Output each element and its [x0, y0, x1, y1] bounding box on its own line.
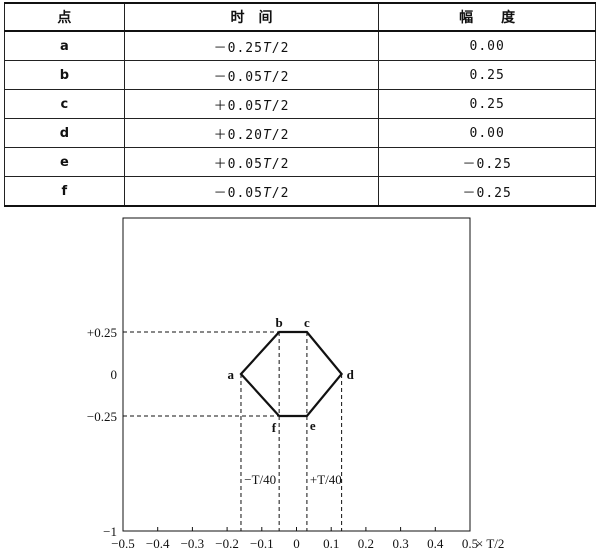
x-tick-label: −0.4	[146, 536, 170, 551]
time-var: T	[262, 98, 272, 114]
time-var: T	[262, 127, 272, 143]
time-div: /2	[271, 69, 290, 85]
x-tick-label: −0.2	[215, 536, 239, 551]
table-header-row: 点 时 间 幅 度	[4, 2, 596, 32]
time-coef: －0.25	[213, 40, 263, 56]
point-label-a: a	[227, 367, 234, 382]
x-tick-label: −0.5	[111, 536, 135, 551]
header-point: 点	[4, 2, 125, 32]
cell-amplitude: －0.25	[378, 147, 596, 177]
header-time: 时 间	[123, 2, 380, 32]
cell-amplitude: 0.25	[378, 60, 596, 90]
y-tick-label: −1	[103, 524, 117, 539]
cell-time: －0.05T/2	[123, 176, 380, 207]
cell-point: d	[4, 118, 125, 148]
time-coef: ＋0.05	[213, 156, 263, 172]
cell-amplitude: 0.00	[378, 30, 596, 61]
cell-point: c	[4, 89, 125, 119]
point-label-f: f	[272, 420, 277, 435]
cell-point: e	[4, 147, 125, 177]
y-tick-label: 0	[111, 367, 118, 382]
time-div: /2	[271, 156, 290, 172]
cell-time: －0.05T/2	[123, 60, 380, 90]
cell-amplitude: 0.25	[378, 89, 596, 119]
time-var: T	[262, 156, 272, 172]
cell-point: b	[4, 60, 125, 90]
time-div: /2	[271, 185, 290, 201]
time-div: /2	[271, 98, 290, 114]
point-label-c: c	[304, 315, 310, 330]
annotation-minus: −T/40	[244, 472, 276, 487]
x-tick-label: 0.5	[462, 536, 478, 551]
point-label-b: b	[276, 315, 283, 330]
time-div: /2	[271, 40, 290, 56]
annotation-plus: +T/40	[310, 472, 342, 487]
cell-time: ＋0.05T/2	[123, 147, 380, 177]
x-tick-label: −0.1	[250, 536, 274, 551]
time-var: T	[262, 185, 272, 201]
cell-amplitude: 0.00	[378, 118, 596, 148]
y-tick-label: +0.25	[87, 325, 117, 340]
x-tick-label: 0	[293, 536, 300, 551]
cell-time: －0.25T/2	[123, 30, 380, 61]
x-tick-label: 0.1	[323, 536, 339, 551]
cell-amplitude: －0.25	[378, 176, 596, 207]
plot-frame	[122, 217, 471, 532]
table-row: f－0.05T/2－0.25	[4, 176, 596, 207]
table-row: e＋0.05T/2－0.25	[4, 147, 596, 177]
time-coef: －0.05	[213, 69, 263, 85]
time-coef: －0.05	[213, 185, 263, 201]
time-var: T	[262, 40, 272, 56]
header-amplitude: 幅 度	[378, 2, 596, 32]
x-tick-label: 0.3	[392, 536, 408, 551]
x-tick-label: 0.4	[427, 536, 444, 551]
x-tick-label: 0.2	[358, 536, 374, 551]
y-tick-label: −0.25	[87, 409, 117, 424]
cell-time: ＋0.05T/2	[123, 89, 380, 119]
point-label-d: d	[347, 367, 355, 382]
time-coef: ＋0.20	[213, 127, 263, 143]
cell-time: ＋0.20T/2	[123, 118, 380, 148]
x-tick-label: −0.3	[181, 536, 205, 551]
cell-point: a	[4, 30, 125, 61]
cell-point: f	[4, 176, 125, 207]
x-unit-label: × T/2	[476, 536, 504, 551]
time-var: T	[262, 69, 272, 85]
time-div: /2	[271, 127, 290, 143]
point-label-e: e	[310, 418, 316, 433]
time-coef: ＋0.05	[213, 98, 263, 114]
trajectory-hexagon	[239, 330, 344, 418]
trajectory-plot: −0.5 −0.4 −0.3 −0.2 −0.1 0 0.1 0.2 0.3 0.4 0.5× T/…	[87, 217, 504, 551]
